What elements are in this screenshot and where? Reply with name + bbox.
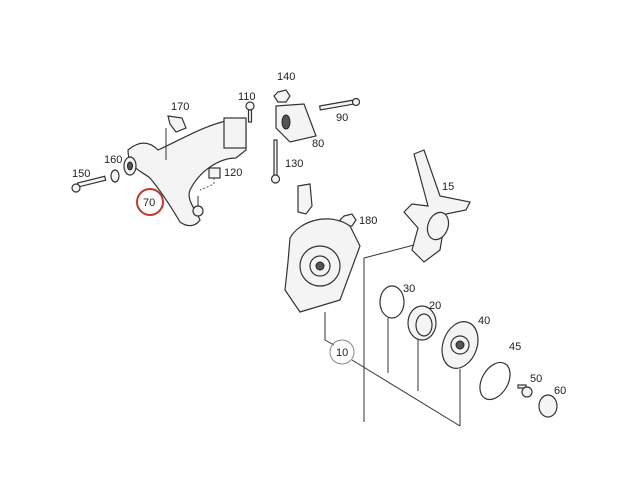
part-nut-140[interactable] — [273, 89, 291, 103]
part-knuckle-shield-assembly[interactable] — [284, 183, 361, 313]
part-bushing-80[interactable] — [275, 103, 317, 143]
callout-180[interactable]: 180 — [359, 215, 377, 227]
part-steering-knuckle-15[interactable] — [403, 149, 471, 263]
callout-130[interactable]: 130 — [285, 158, 303, 170]
callout-45[interactable]: 45 — [509, 341, 521, 353]
callout-170[interactable]: 170 — [171, 101, 189, 113]
part-bolt-50[interactable] — [517, 384, 533, 398]
part-seal-45[interactable] — [474, 357, 517, 405]
callout-40[interactable]: 40 — [478, 315, 490, 327]
part-bolt-90[interactable] — [318, 97, 361, 111]
part-washer-160[interactable] — [110, 169, 120, 183]
part-cap-60[interactable] — [538, 394, 558, 418]
callout-20[interactable]: 20 — [429, 300, 441, 312]
part-clip-170[interactable] — [165, 115, 187, 160]
part-wheel-hub-40[interactable] — [436, 317, 484, 374]
callout-150[interactable]: 150 — [72, 168, 90, 180]
callout-120[interactable]: 120 — [224, 167, 242, 179]
callout-60[interactable]: 60 — [554, 385, 566, 397]
callout-50[interactable]: 50 — [530, 373, 542, 385]
callout-70[interactable]: 70 — [143, 197, 155, 209]
assembly-lead-lines — [324, 244, 461, 427]
part-snap-ring-30[interactable] — [379, 285, 405, 319]
callout-110[interactable]: 110 — [238, 91, 256, 103]
part-bearing-20[interactable] — [407, 305, 437, 341]
part-bolt-130[interactable] — [270, 139, 281, 184]
callout-160[interactable]: 160 — [104, 154, 122, 166]
part-bolt-150[interactable] — [71, 175, 107, 193]
callout-140[interactable]: 140 — [277, 71, 295, 83]
group-circle-10 — [329, 339, 355, 365]
callout-10[interactable]: 10 — [336, 347, 348, 359]
highlight-circle-70 — [136, 188, 164, 216]
part-nut-120[interactable] — [199, 167, 221, 191]
part-control-arm[interactable] — [123, 117, 247, 227]
callout-90[interactable]: 90 — [336, 112, 348, 124]
callout-30[interactable]: 30 — [403, 283, 415, 295]
part-bolt-110[interactable] — [245, 101, 255, 123]
callout-80[interactable]: 80 — [312, 138, 324, 150]
callout-15[interactable]: 15 — [442, 181, 454, 193]
